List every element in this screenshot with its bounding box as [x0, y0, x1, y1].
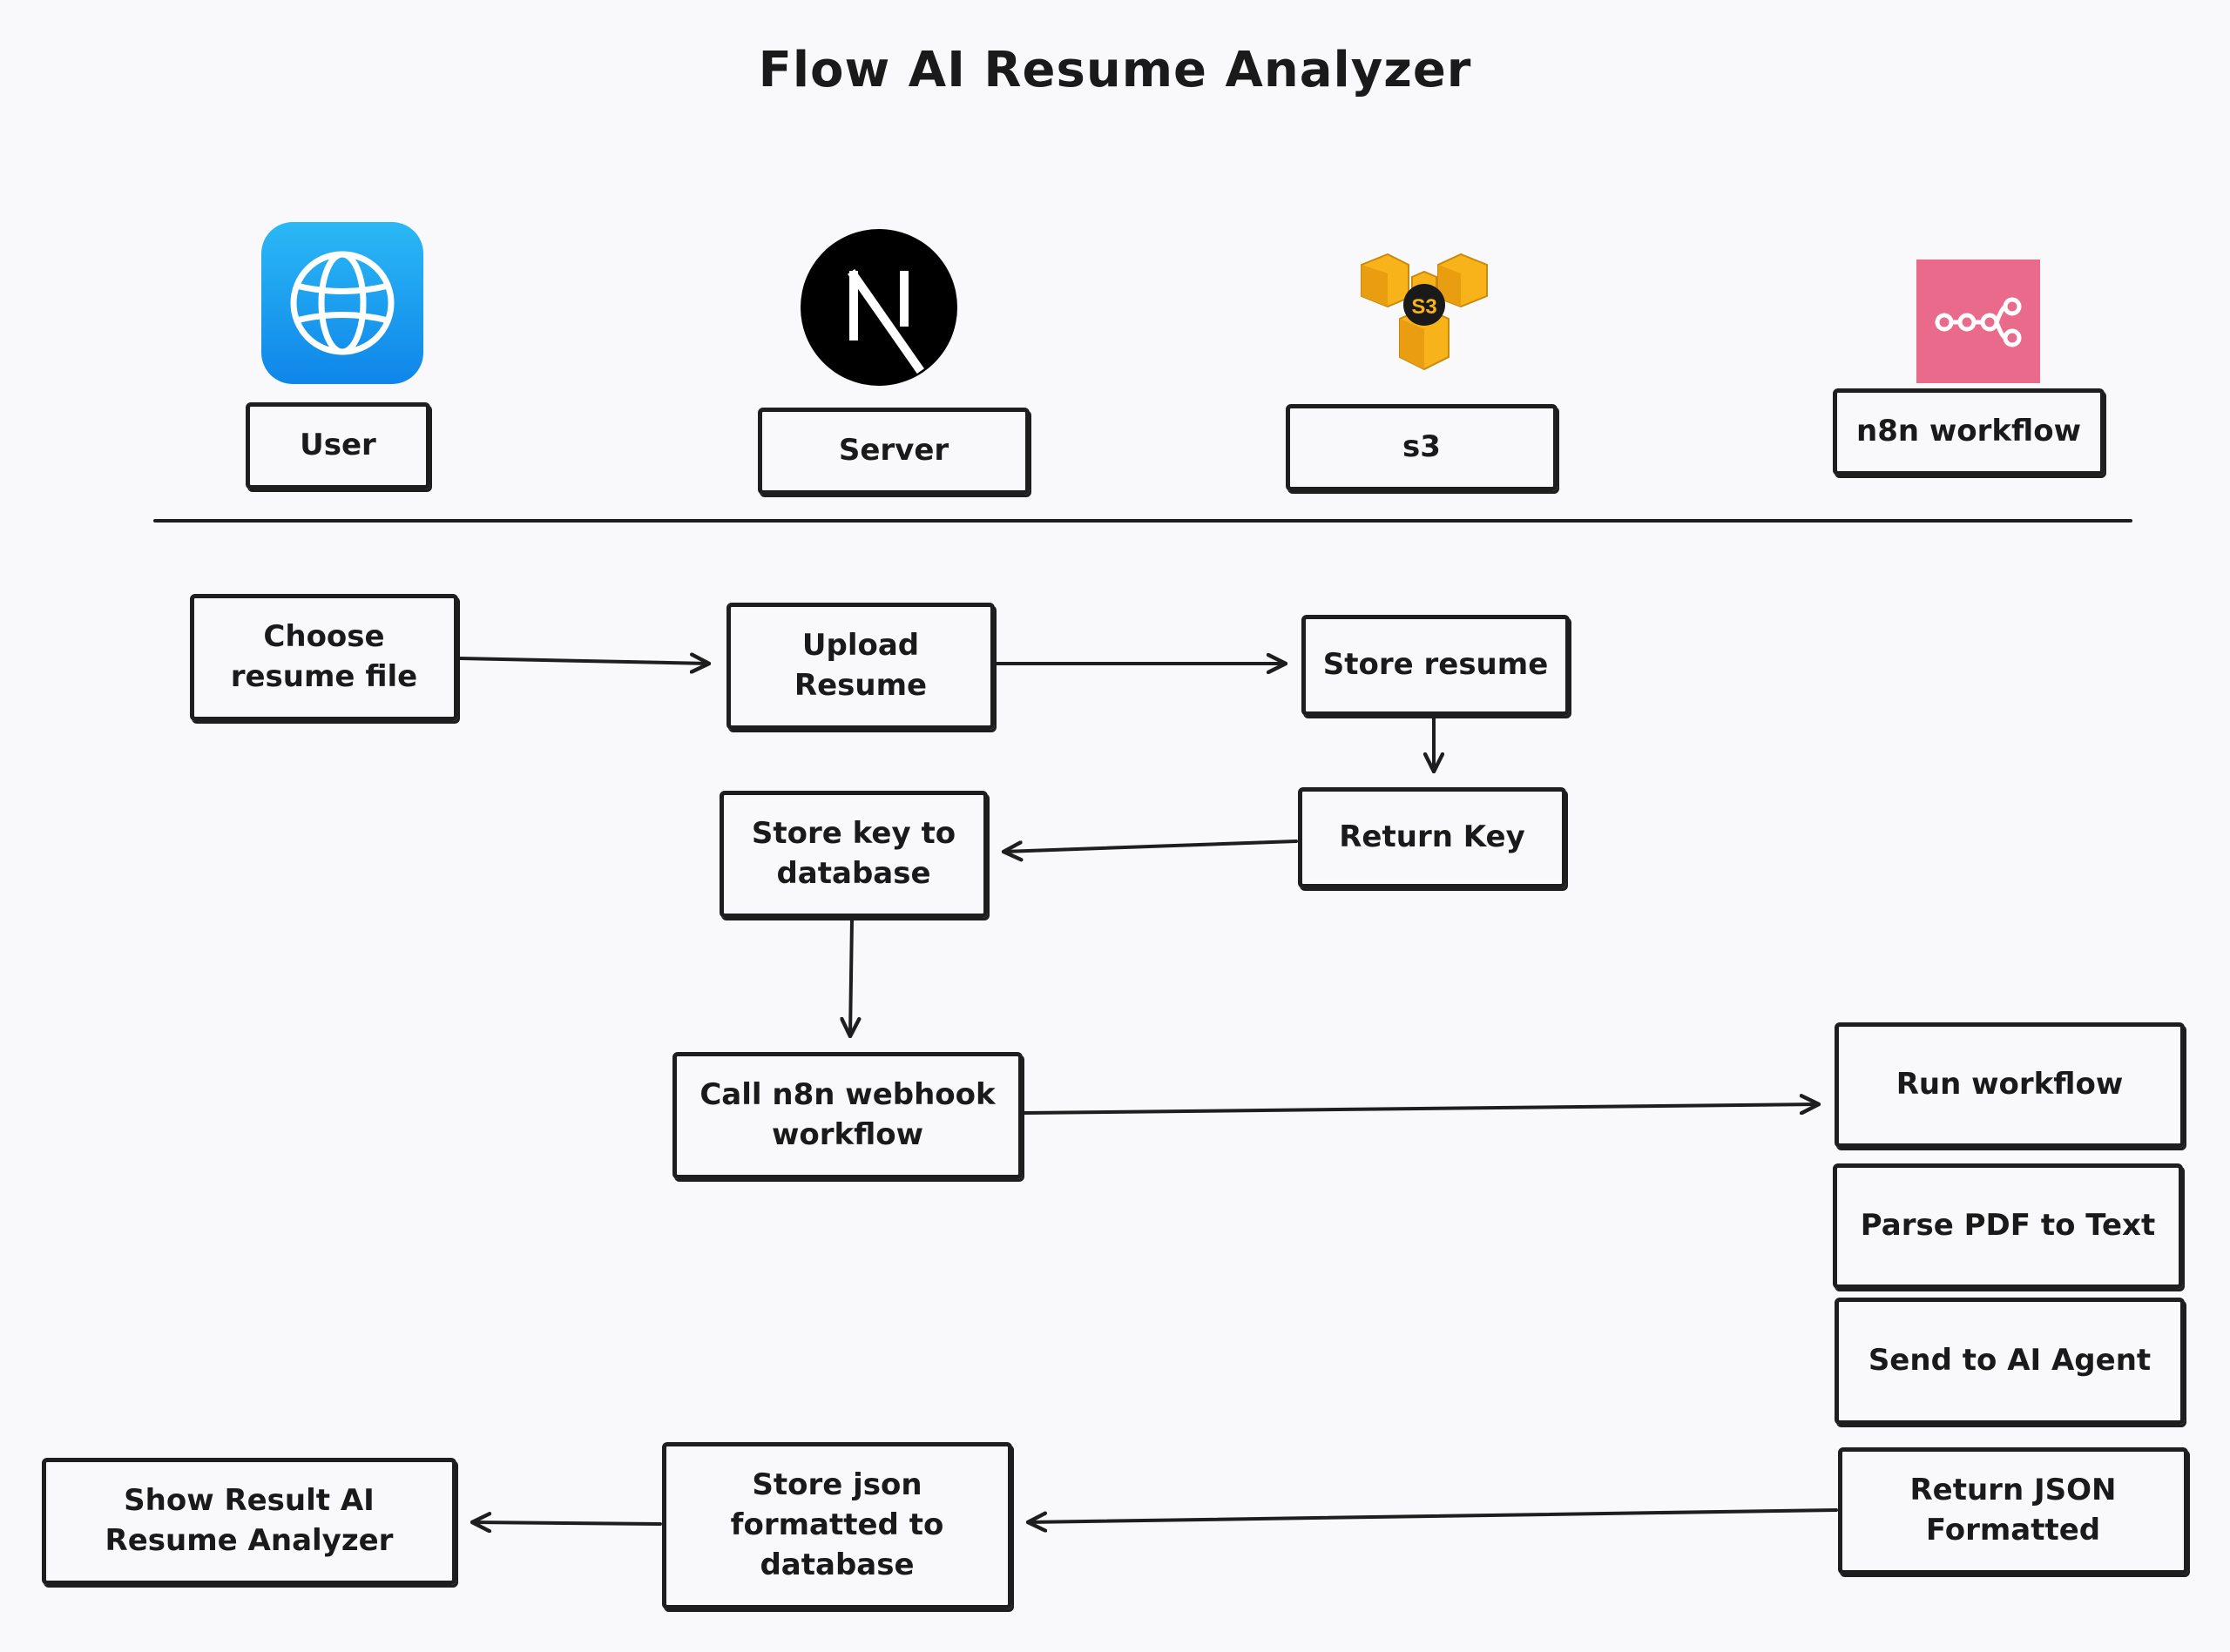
step-run-workflow[interactable]: Run workflow — [1835, 1022, 2185, 1148]
step-return-key[interactable]: Return Key — [1298, 787, 1566, 888]
actor-s3[interactable]: s3 — [1286, 404, 1558, 491]
step-store-resume[interactable]: Store resume — [1301, 615, 1570, 716]
actor-s3-label: s3 — [1402, 429, 1441, 465]
step-show-result[interactable]: Show Result AI Resume Analyzer — [42, 1458, 456, 1585]
actor-n8n-workflow[interactable]: n8n workflow — [1833, 388, 2105, 475]
step-show-result-label: Show Result AI Resume Analyzer — [105, 1483, 394, 1558]
aws-s3-icon: S3 — [1355, 247, 1494, 378]
step-store-json-formatted[interactable]: Store json formatted to database — [662, 1442, 1012, 1609]
actor-server-label: Server — [838, 433, 949, 469]
step-return-key-label: Return Key — [1339, 819, 1525, 855]
step-call-n8n-webhook[interactable]: Call n8n webhook workflow — [672, 1052, 1023, 1179]
step-return-json-label: Return JSON Formatted — [1909, 1473, 2117, 1547]
step-run-workflow-label: Run workflow — [1896, 1067, 2124, 1102]
step-choose-resume-file[interactable]: Choose resume file — [190, 594, 458, 721]
step-choose-resume-file-label: Choose resume file — [230, 619, 418, 694]
diagram-title: Flow AI Resume Analyzer — [758, 42, 1472, 98]
step-store-json-label: Store json formatted to database — [730, 1467, 944, 1582]
step-parse-pdf-to-text[interactable]: Parse PDF to Text — [1833, 1163, 2183, 1289]
globe-icon — [261, 222, 423, 384]
nextjs-icon — [800, 228, 958, 387]
actor-server[interactable]: Server — [758, 408, 1030, 495]
step-return-json-formatted[interactable]: Return JSON Formatted — [1838, 1447, 2188, 1574]
step-call-webhook-label: Call n8n webhook workflow — [699, 1077, 996, 1152]
step-parse-pdf-label: Parse PDF to Text — [1860, 1208, 2156, 1244]
step-upload-resume-label: Upload Resume — [794, 628, 928, 703]
arrow-webhook-to-run — [1023, 1104, 1819, 1113]
arrow-store-json-to-show — [472, 1522, 662, 1524]
step-send-to-ai-agent[interactable]: Send to AI Agent — [1835, 1298, 2185, 1425]
arrow-choose-to-upload — [458, 658, 709, 664]
arrow-return-json-to-store-json — [1028, 1508, 1838, 1522]
n8n-icon — [1916, 260, 2040, 383]
svg-text:S3: S3 — [1411, 295, 1436, 319]
step-store-resume-label: Store resume — [1322, 647, 1549, 683]
step-send-ai-label: Send to AI Agent — [1868, 1343, 2152, 1379]
actor-user[interactable]: User — [246, 402, 430, 489]
actor-n8n-label: n8n workflow — [1855, 414, 2082, 449]
arrow-return-key-to-store-key — [1004, 839, 1298, 852]
arrow-store-key-to-webhook — [850, 918, 852, 1036]
step-store-key-to-database[interactable]: Store key to database — [720, 791, 988, 918]
step-store-key-label: Store key to database — [751, 816, 956, 891]
actor-user-label: User — [300, 428, 376, 463]
step-upload-resume[interactable]: Upload Resume — [726, 603, 995, 730]
